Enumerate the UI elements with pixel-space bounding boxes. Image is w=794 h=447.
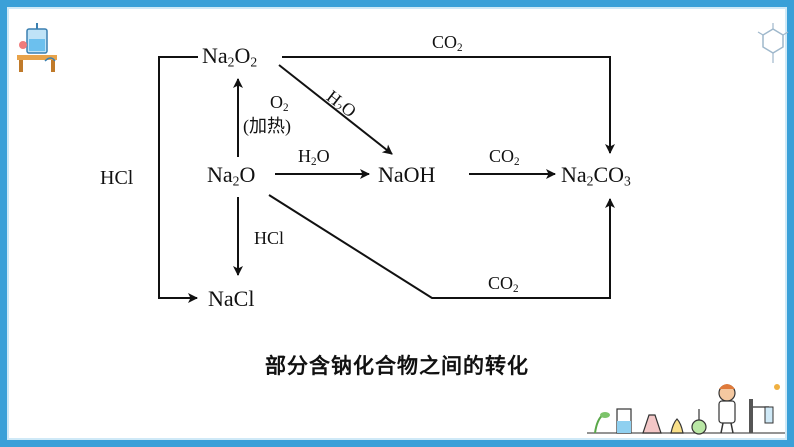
reagent-co2-bottom: CO2 (488, 273, 519, 295)
compound-nacl: NaCl (208, 286, 255, 311)
reagent-co2-mid: CO2 (489, 146, 520, 168)
lab-scene-illustration (587, 384, 785, 435)
compound-na2o2: Na2O2 (202, 43, 258, 70)
reagent-o2: O2 (270, 92, 289, 114)
inner-frame (7, 7, 787, 440)
diagram-caption: 部分含钠化合物之间的转化 (265, 354, 529, 378)
reagent-h2o-mid: H2O (298, 146, 330, 168)
molecule-structure-icon (757, 23, 789, 63)
arrow-na2o-to-na2co3 (268, 194, 615, 299)
arrow-na2o2-to-naoh (278, 64, 393, 155)
reagent-co2-top: CO2 (432, 32, 463, 54)
lab-equipment-icon (17, 23, 57, 72)
reaction-arrows (158, 56, 615, 303)
reagent-heat: (加热) (243, 116, 291, 136)
arrow-na2o2-to-na2co3 (282, 56, 615, 154)
reagent-hcl-down: HCl (254, 228, 285, 248)
arrow-na2o2-to-nacl (158, 56, 198, 303)
compound-na2co3: Na2CO3 (561, 162, 631, 189)
compound-na2o: Na2O (207, 162, 256, 189)
compound-naoh: NaOH (378, 162, 436, 187)
reagent-hcl-left: HCl (100, 167, 134, 189)
